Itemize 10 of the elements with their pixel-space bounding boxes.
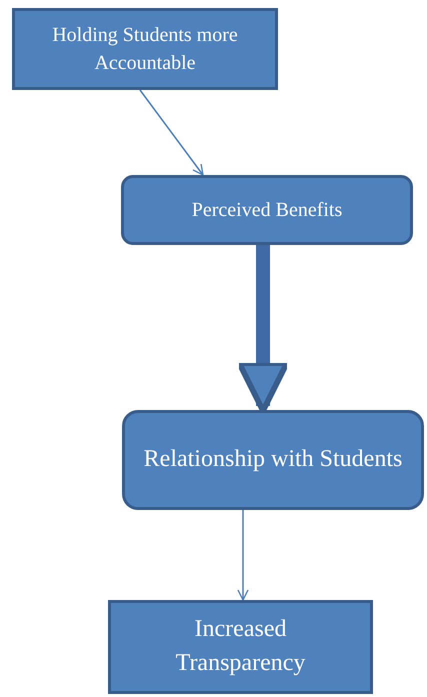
rounded-box xyxy=(122,410,424,510)
box-label: Perceived Benefits xyxy=(192,198,342,223)
box-label: Holding Students more Accountable xyxy=(51,23,239,76)
process-box xyxy=(12,8,278,90)
rounded-box xyxy=(121,175,413,245)
process-box xyxy=(108,600,373,694)
box-label: Increased Transparency xyxy=(174,615,306,678)
box-label: Relationship with Students xyxy=(144,445,402,474)
arrow xyxy=(237,510,249,601)
arrow xyxy=(139,90,204,176)
